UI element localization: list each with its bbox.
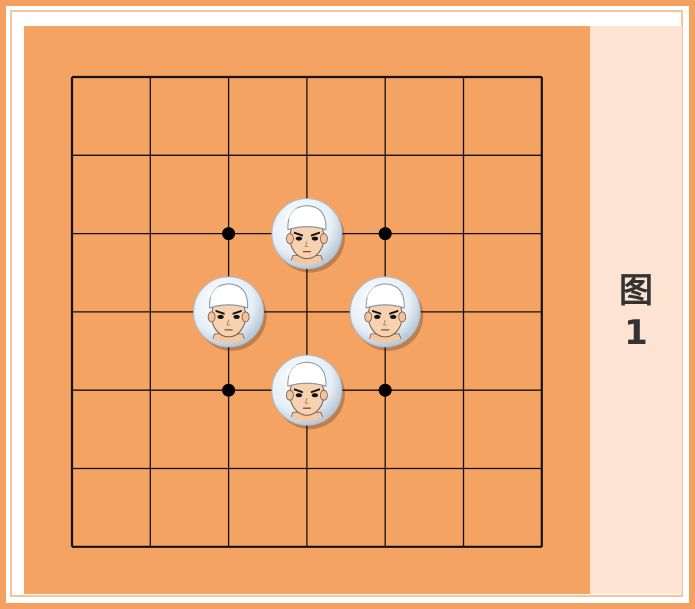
star-point — [222, 384, 235, 397]
star-point — [222, 227, 235, 240]
stone[interactable] — [350, 277, 423, 352]
stone[interactable] — [272, 199, 345, 274]
stone[interactable] — [272, 355, 345, 430]
stone[interactable] — [194, 277, 267, 352]
star-point — [379, 384, 392, 397]
star-point — [379, 227, 392, 240]
board-grid — [72, 77, 542, 547]
